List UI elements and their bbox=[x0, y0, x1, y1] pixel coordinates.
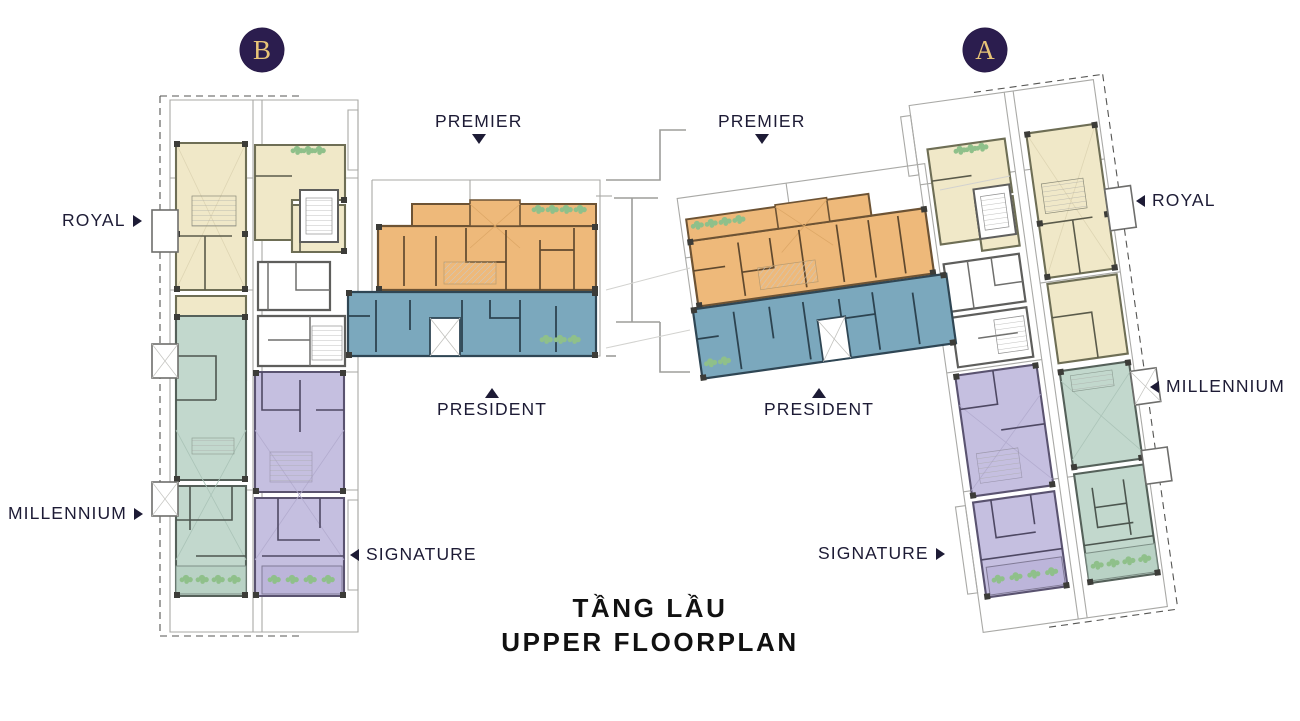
label-signature-tower-a: SIGNATURE bbox=[818, 543, 945, 563]
tower-b-zone-signature bbox=[253, 370, 346, 598]
label-president-tower-a: PRESIDENT bbox=[764, 388, 874, 419]
label-royal-tower-b: ROYAL bbox=[62, 210, 142, 230]
page-title-en: UPPER FLOORPLAN bbox=[501, 626, 799, 657]
tower-badge-b[interactable]: B bbox=[240, 28, 284, 72]
label-royal-tower-a-text: ROYAL bbox=[1152, 190, 1216, 210]
label-signature-tower-b: SIGNATURE bbox=[350, 544, 477, 564]
arrow-left-icon bbox=[350, 548, 359, 561]
label-premier-tower-b-text: PREMIER bbox=[435, 111, 523, 131]
tower-a-plan bbox=[900, 73, 1179, 634]
tower-a-site-boundary bbox=[973, 73, 1179, 628]
arrow-up-icon bbox=[812, 388, 827, 398]
label-president-tower-b-text: PRESIDENT bbox=[437, 399, 548, 419]
label-millennium-tower-a: MILLENNIUM bbox=[1150, 376, 1285, 396]
central-link-walls bbox=[606, 129, 690, 373]
tower-badge-a[interactable]: A bbox=[963, 28, 1007, 72]
tower-b-core-detail bbox=[267, 262, 330, 366]
arrow-left-icon bbox=[1136, 194, 1145, 207]
arrow-right-icon bbox=[935, 547, 945, 560]
tower-b-service-bars bbox=[347, 109, 359, 591]
arrow-down-icon bbox=[471, 133, 486, 144]
tower-b-plan bbox=[151, 95, 359, 637]
tower-badge-b-label: B bbox=[252, 34, 271, 65]
tower-a-right-protrusions bbox=[1103, 184, 1173, 486]
label-president-tower-b: PRESIDENT bbox=[437, 388, 547, 419]
arrow-right-icon bbox=[132, 214, 142, 227]
label-millennium-tower-b-text: MILLENNIUM bbox=[8, 503, 127, 523]
tower-b-premier-president bbox=[346, 179, 612, 358]
zone-premier-b bbox=[376, 199, 598, 292]
label-premier-tower-b: PREMIER bbox=[435, 111, 523, 144]
label-royal-tower-b-text: ROYAL bbox=[62, 210, 126, 230]
page-title-vi: TẦNG LẦU bbox=[572, 593, 728, 623]
arrow-right-icon bbox=[133, 507, 143, 520]
label-premier-tower-a-text: PREMIER bbox=[718, 111, 806, 131]
tower-a-zone-royal bbox=[926, 121, 1129, 365]
label-premier-tower-a: PREMIER bbox=[718, 111, 806, 144]
tower-a-premier-president bbox=[676, 163, 958, 381]
label-royal-tower-a: ROYAL bbox=[1136, 190, 1216, 210]
label-signature-tower-b-text: SIGNATURE bbox=[366, 544, 477, 564]
zone-president-b bbox=[346, 290, 598, 358]
tower-badge-a-label: A bbox=[975, 34, 995, 65]
label-millennium-tower-b: MILLENNIUM bbox=[8, 503, 143, 523]
arrow-down-icon bbox=[754, 133, 769, 144]
arrow-left-icon bbox=[1150, 380, 1159, 393]
label-millennium-tower-a-text: MILLENNIUM bbox=[1166, 376, 1285, 396]
tower-b-left-protrusions bbox=[151, 209, 179, 517]
arrow-up-icon bbox=[485, 388, 500, 398]
tower-b-zone-millennium bbox=[174, 314, 248, 598]
tower-a-zone-millennium bbox=[1057, 359, 1161, 586]
label-signature-tower-a-text: SIGNATURE bbox=[818, 543, 929, 563]
zone-president-a bbox=[690, 271, 958, 381]
page-title: TẦNG LẦU UPPER FLOORPLAN bbox=[0, 592, 1300, 660]
zone-premier-a bbox=[685, 192, 937, 309]
site-guide-lines bbox=[605, 175, 1011, 349]
tower-a-zone-signature bbox=[952, 362, 1070, 600]
label-president-tower-a-text: PRESIDENT bbox=[764, 399, 875, 419]
